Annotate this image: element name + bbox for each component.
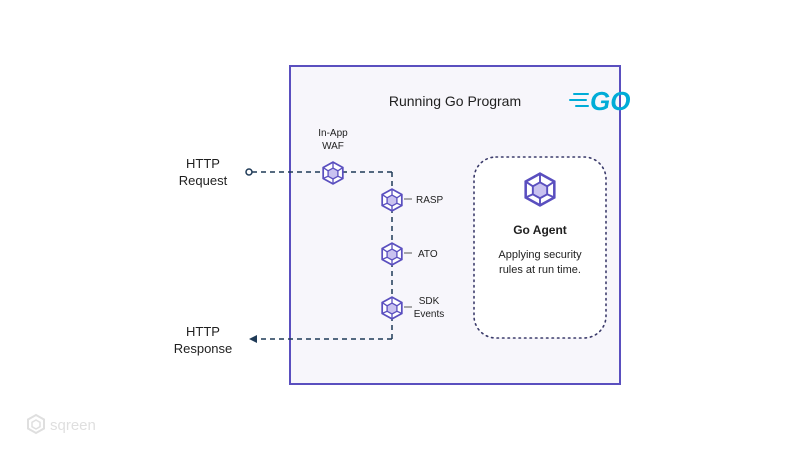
go-agent-box — [473, 156, 607, 339]
go-logo-text: GO — [590, 86, 630, 116]
go-logo: GO — [569, 86, 630, 116]
waf-label-line2: WAF — [322, 141, 344, 152]
go-agent-title: Go Agent — [513, 223, 567, 237]
waf-label-line1: In-App — [318, 128, 348, 139]
sqreen-logo-icon — [27, 413, 45, 435]
ato-label: ATO — [418, 249, 438, 260]
rasp-label: RASP — [416, 195, 444, 206]
go-agent-description-line2: rules at run time. — [499, 264, 581, 276]
response-arrowhead — [249, 335, 257, 343]
request-origin-dot — [245, 168, 253, 176]
http-response-label-line1: HTTP — [186, 324, 220, 339]
http-request-label-line2: Request — [179, 173, 228, 188]
program-box-title: Running Go Program — [389, 93, 521, 109]
http-response-label-line2: Response — [174, 341, 233, 356]
sdk-cube-icon — [381, 296, 403, 320]
waf-cube-icon — [322, 161, 344, 185]
http-request-label-line1: HTTP — [186, 156, 220, 171]
sdk-label-line2: Events — [414, 309, 445, 320]
sdk-label-line1: SDK — [419, 296, 440, 307]
ato-cube-icon — [381, 242, 403, 266]
sqreen-watermark-text: sqreen — [50, 417, 96, 434]
sqreen-watermark: sqreen — [27, 413, 96, 435]
go-agent-cube-icon — [524, 172, 556, 207]
go-agent-description-line1: Applying security — [498, 249, 582, 261]
rasp-cube-icon — [381, 188, 403, 212]
